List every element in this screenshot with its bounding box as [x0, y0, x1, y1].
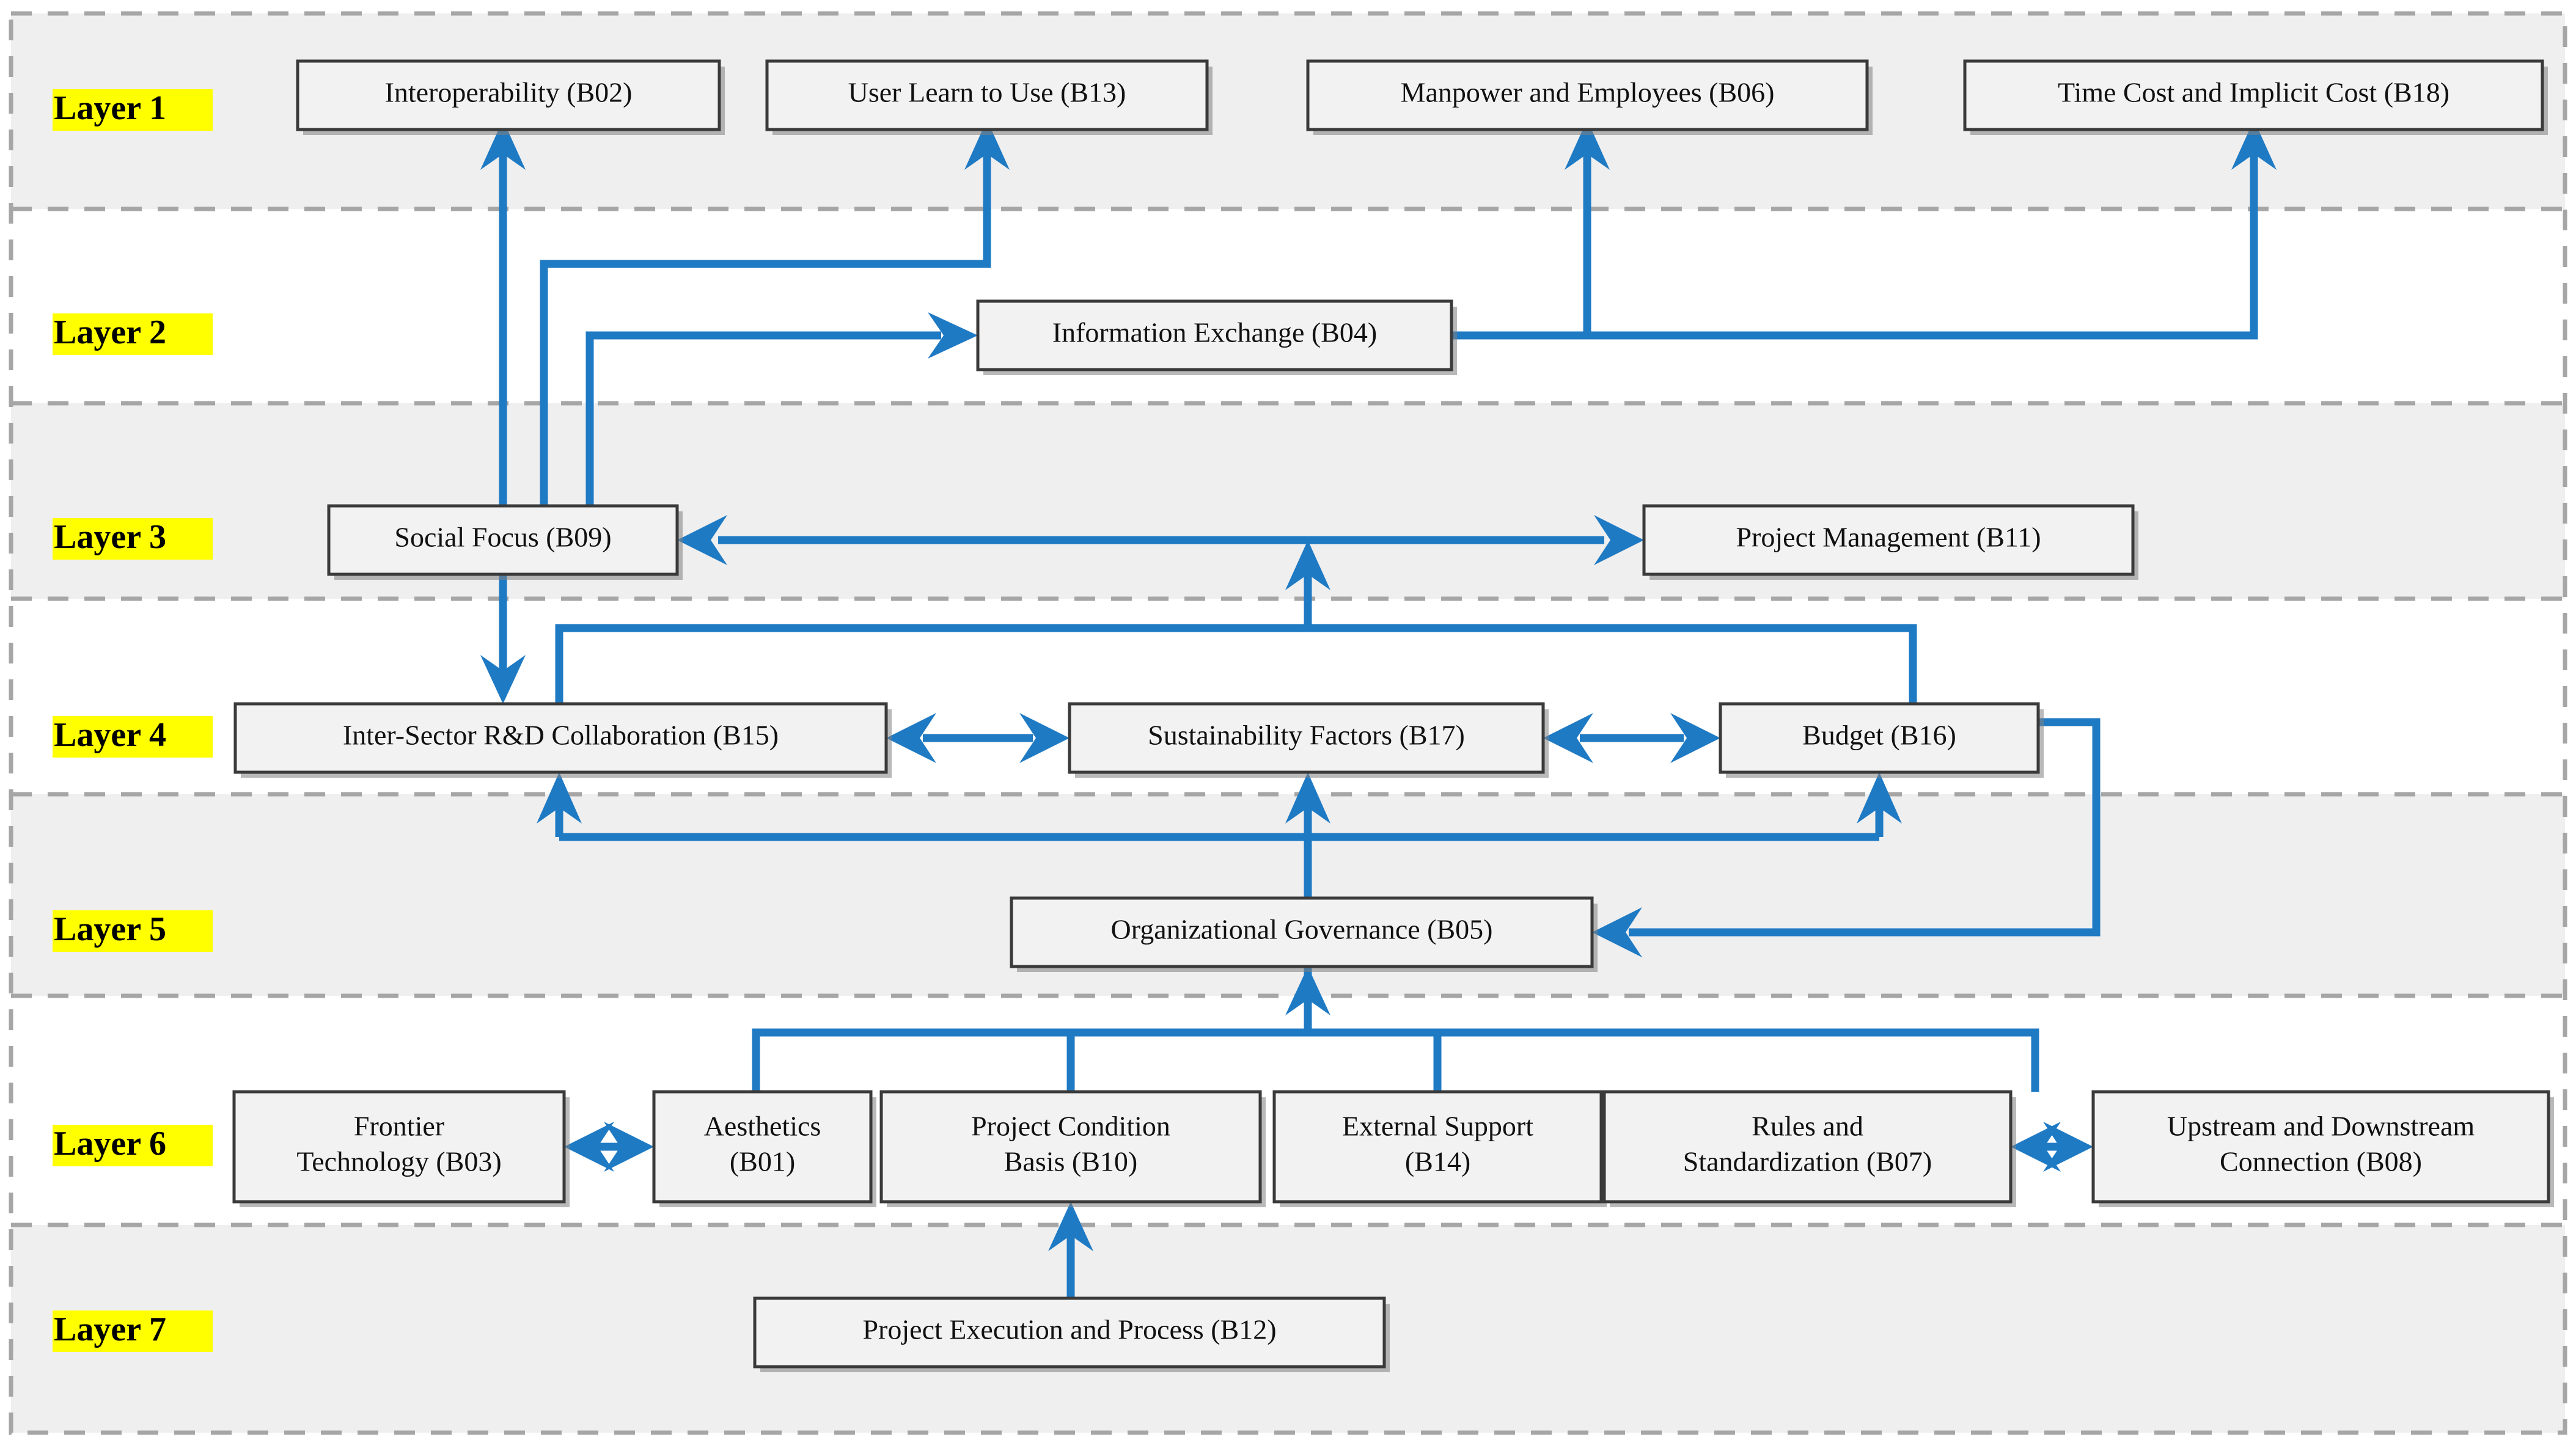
connectors: [480, 120, 2277, 1298]
node-b04[interactable]: Information Exchange (B04): [976, 299, 1457, 375]
node-rect[interactable]: [233, 702, 888, 774]
node-rect[interactable]: [652, 1090, 873, 1204]
node-rect[interactable]: [1068, 702, 1545, 774]
edge-B09-to-B13: [540, 120, 1010, 506]
layer-label-7: Layer 7: [53, 1310, 213, 1352]
layer-3-label: Layer 3: [54, 518, 166, 556]
node-b05[interactable]: Organizational Governance (B05): [1010, 896, 1598, 972]
layer-7-label: Layer 7: [54, 1310, 166, 1348]
node-b13[interactable]: User Learn to Use (B13): [765, 59, 1213, 135]
node-boxes: Interoperability (B02) User Learn to Use …: [232, 59, 2554, 1372]
layer-label-6: Layer 6: [53, 1125, 213, 1166]
node-rect[interactable]: [753, 1296, 1386, 1369]
node-rect[interactable]: [296, 59, 721, 131]
node-label: External Support: [1342, 1111, 1533, 1142]
node-label: Manpower and Employees (B06): [1401, 77, 1775, 108]
node-rect[interactable]: [2091, 1090, 2550, 1204]
node-rect[interactable]: [976, 299, 1453, 371]
layer-4-label: Layer 4: [54, 716, 166, 754]
node-rect[interactable]: [232, 1090, 566, 1204]
node-rect[interactable]: [879, 1090, 1262, 1204]
edge-bus-layer5-to-layer4: [537, 772, 1902, 841]
edge-bus-layer4-to-layer3: [555, 540, 1917, 704]
node-rect[interactable]: [1306, 59, 1869, 131]
edge-B12-to-B10: [1048, 1202, 1093, 1298]
layer-label-4: Layer 4: [53, 716, 213, 758]
layer-2-label: Layer 2: [54, 313, 166, 351]
edge-B16-to-B05: [1592, 718, 2101, 957]
node-b17[interactable]: Sustainability Factors (B17): [1068, 702, 1549, 778]
node-rect[interactable]: [1963, 59, 2544, 131]
node-rect[interactable]: [327, 504, 679, 576]
edge-bus-layer6-to-B05: [752, 967, 2039, 1092]
edge-B03-to-B01: [564, 1122, 654, 1172]
node-label: Project Execution and Process (B12): [862, 1314, 1276, 1345]
node-label: Organizational Governance (B05): [1110, 914, 1492, 945]
node-b01[interactable]: Aesthetics (B01): [652, 1090, 876, 1207]
node-rect[interactable]: [1602, 1090, 2013, 1204]
node-label: Technology (B03): [296, 1146, 501, 1177]
node-label: (B01): [730, 1146, 795, 1177]
node-b18[interactable]: Time Cost and Implicit Cost (B18): [1963, 59, 2548, 135]
node-label: Frontier: [354, 1111, 444, 1142]
node-b02[interactable]: Interoperability (B02): [296, 59, 725, 135]
layer-6-label: Layer 6: [54, 1125, 166, 1163]
node-b16[interactable]: Budget (B16): [1719, 702, 2044, 778]
node-label: Basis (B10): [1004, 1146, 1138, 1177]
node-label: Project Condition: [971, 1111, 1170, 1142]
node-label: Sustainability Factors (B17): [1148, 720, 1465, 751]
node-label: Budget (B16): [1802, 720, 1956, 751]
node-label: Aesthetics: [704, 1111, 821, 1142]
layer-label-5: Layer 5: [53, 910, 213, 952]
node-label: Time Cost and Implicit Cost (B18): [2058, 77, 2449, 108]
node-rect[interactable]: [1719, 702, 2040, 774]
edge-B09-to-B02: [480, 120, 526, 506]
node-label: Project Management (B11): [1736, 522, 2041, 553]
edge-B15-to-B17: [886, 713, 1070, 763]
node-rect[interactable]: [1642, 504, 2135, 576]
node-b06[interactable]: Manpower and Employees (B06): [1306, 59, 1873, 135]
edge-B04-to-B18: [1451, 120, 2277, 340]
node-label: Connection (B08): [2220, 1146, 2422, 1177]
node-b12[interactable]: Project Execution and Process (B12): [753, 1296, 1390, 1372]
layer-5-label: Layer 5: [54, 910, 166, 948]
edge-B07-to-B08: [2011, 1122, 2093, 1172]
node-label: User Learn to Use (B13): [848, 77, 1126, 108]
node-rect[interactable]: [765, 59, 1209, 131]
node-label: Social Focus (B09): [394, 522, 611, 553]
layer-label-2: Layer 2: [53, 313, 213, 355]
node-b09[interactable]: Social Focus (B09): [327, 504, 683, 580]
edge-B09-to-B04: [585, 312, 978, 506]
layer-separators: [9, 11, 2567, 1435]
edge-B09-to-B15: [480, 574, 526, 704]
node-rect[interactable]: [1010, 896, 1594, 968]
node-label: Information Exchange (B04): [1052, 317, 1377, 348]
node-label: Interoperability (B02): [385, 77, 633, 108]
node-b14[interactable]: External Support (B14): [1272, 1090, 1607, 1207]
node-label: Standardization (B07): [1683, 1146, 1932, 1177]
layer-label-1: Layer 1: [53, 89, 213, 131]
node-label: Rules and: [1752, 1111, 1863, 1142]
diagram-outer-frame: [9, 11, 2567, 1435]
layer-label-3: Layer 3: [53, 518, 213, 560]
layer-labels: Layer 1 Layer 2 Layer 3 Layer 4 Layer 5 …: [53, 89, 213, 1352]
node-b11[interactable]: Project Management (B11): [1642, 504, 2138, 580]
node-b15[interactable]: Inter-Sector R&D Collaboration (B15): [233, 702, 892, 778]
node-label: Upstream and Downstream: [2167, 1111, 2475, 1142]
edge-B09-to-B11: [677, 515, 1644, 565]
edge-B17-to-B16: [1543, 713, 1720, 763]
layer-1-label: Layer 1: [54, 89, 166, 127]
node-rect[interactable]: [1272, 1090, 1603, 1204]
node-label: (B14): [1405, 1146, 1470, 1177]
node-label: Inter-Sector R&D Collaboration (B15): [343, 720, 779, 751]
